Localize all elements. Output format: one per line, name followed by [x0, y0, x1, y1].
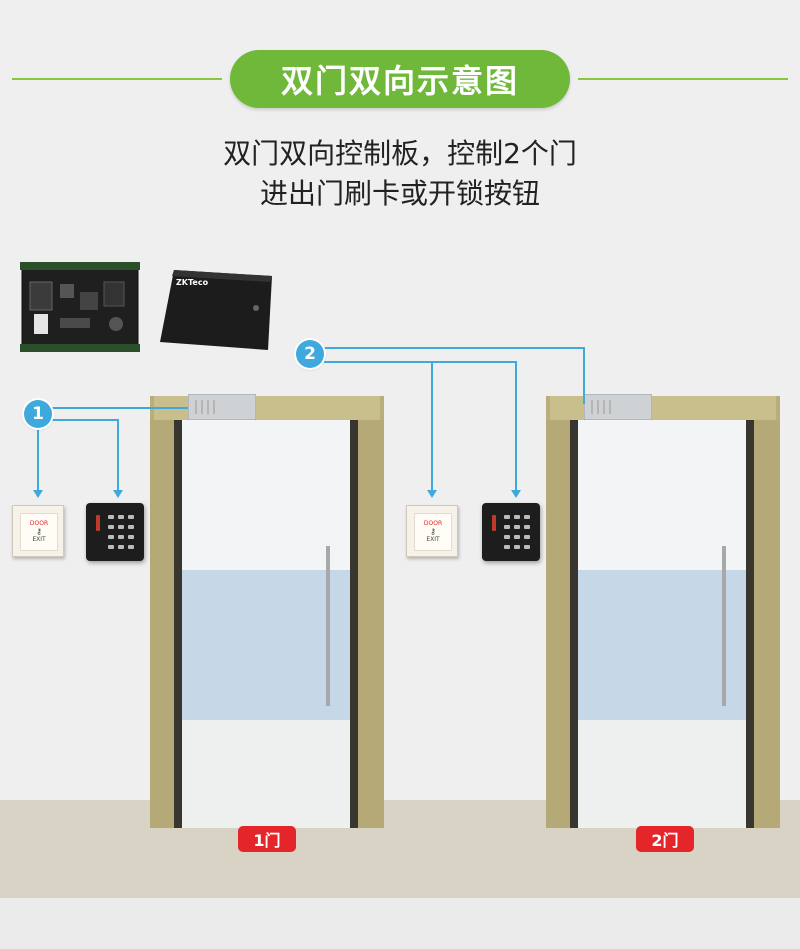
card-indicator-icon [492, 515, 496, 531]
door-2-wire-exit [324, 361, 433, 492]
subtitle-line-1: 双门双向控制板，控制2个门 [223, 137, 577, 170]
key-icon: ⚷ [36, 527, 42, 536]
door-2-wire-lock [324, 347, 585, 404]
door-2-label: 2门 [636, 826, 694, 852]
door-1-magnetic-lock [188, 394, 256, 420]
door-1-number-badge: 1 [24, 400, 52, 428]
door-2-number-badge: 2 [296, 340, 324, 368]
key-icon: ⚷ [430, 527, 436, 536]
door-2-frame [546, 396, 780, 828]
door-2-magnetic-lock [584, 394, 652, 420]
door-1-label: 1门 [238, 826, 296, 852]
door-1-exit-button: DOOR ⚷ EXIT [12, 505, 64, 557]
header-divider-right [578, 78, 788, 80]
floor-bottom [0, 898, 800, 949]
controller-box-image [160, 270, 272, 350]
subtitle-line-2: 进出门刷卡或开锁按钮 [259, 177, 540, 210]
door-2-card-reader-keypad [482, 503, 540, 561]
exit-button-text-door: DOOR [423, 520, 443, 527]
door-1-card-reader-keypad [86, 503, 144, 561]
door-2-wire-keypad [324, 361, 517, 492]
exit-button-text-door: DOOR [29, 520, 49, 527]
exit-button-plate: DOOR ⚷ EXIT [20, 513, 58, 551]
header-divider-left [12, 78, 222, 80]
card-indicator-icon [96, 515, 100, 531]
door-1-frame [150, 396, 384, 828]
page-title: 双门双向示意图 [230, 50, 570, 108]
door-1-wire-keypad [52, 419, 119, 492]
exit-button-text-exit: EXIT [426, 536, 440, 543]
controller-brand-logo: ZKTeco [176, 278, 209, 287]
exit-button-plate: DOOR ⚷ EXIT [414, 513, 452, 551]
exit-button-text-exit: EXIT [32, 536, 46, 543]
controller-board-image [20, 262, 140, 352]
door-2-exit-button: DOOR ⚷ EXIT [406, 505, 458, 557]
